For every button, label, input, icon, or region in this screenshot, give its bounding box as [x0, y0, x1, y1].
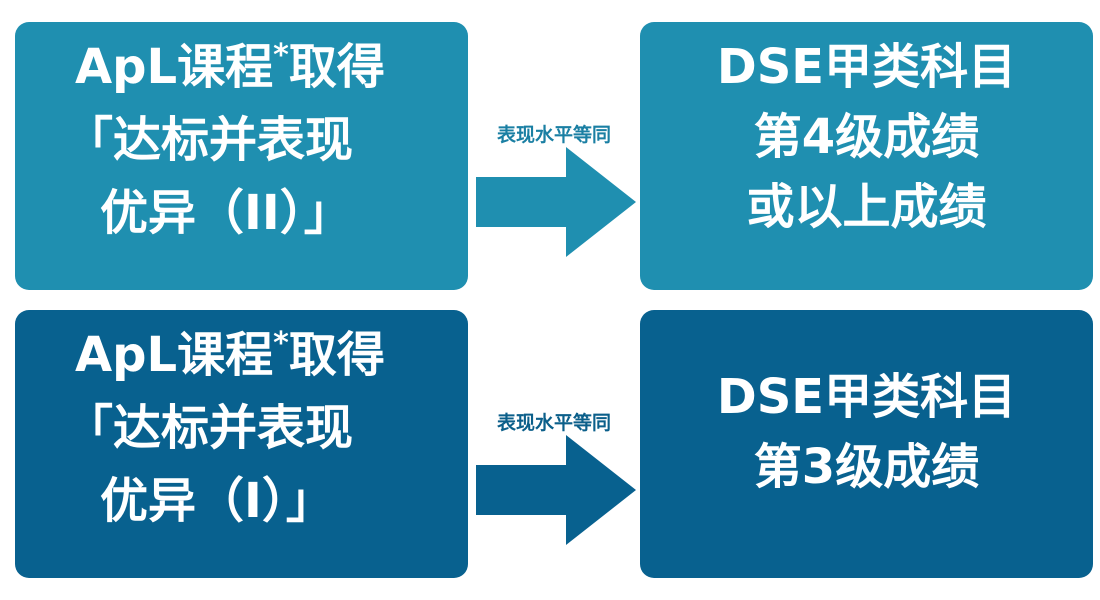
right-arrow-icon [476, 147, 636, 257]
dse-subject-line: DSE甲类科目 [716, 39, 1017, 95]
grade-line: 优异（I）」 [100, 473, 334, 529]
dse-box-level-3: DSE甲类科目 第3级成绩 [640, 310, 1093, 578]
apl-course-line: ApL课程*取得 [75, 320, 385, 390]
footnote-star: * [273, 326, 289, 361]
obtain-text: 取得 [288, 39, 385, 95]
attainment-line: 「达标并表现 [65, 400, 354, 456]
grade-line: 优异（II）」 [100, 185, 352, 241]
attainment-line: 「达标并表现 [65, 112, 354, 168]
apl-course-text: ApL课程 [75, 327, 274, 383]
equivalence-arrow: 表现水平等同 [470, 22, 638, 290]
dse-above-line: 或以上成绩 [746, 179, 987, 235]
apl-course-text: ApL课程 [75, 39, 274, 95]
equivalence-arrow: 表现水平等同 [470, 310, 638, 578]
apl-box-distinction-ii: ApL课程*取得 「达标并表现 优异（II）」 [15, 22, 468, 290]
arrow-label: 表现水平等同 [496, 412, 611, 434]
dse-box-level-4: DSE甲类科目 第4级成绩 或以上成绩 [640, 22, 1093, 290]
dse-subject-line: DSE甲类科目 [716, 369, 1017, 425]
arrow-label: 表现水平等同 [496, 124, 611, 146]
obtain-text: 取得 [288, 327, 385, 383]
apl-course-line: ApL课程*取得 [75, 32, 385, 102]
right-arrow-icon [476, 435, 636, 545]
apl-box-distinction-i: ApL课程*取得 「达标并表现 优异（I）」 [15, 310, 468, 578]
dse-level-line: 第3级成绩 [753, 439, 980, 495]
footnote-star: * [273, 38, 289, 73]
dse-level-line: 第4级成绩 [753, 109, 980, 165]
